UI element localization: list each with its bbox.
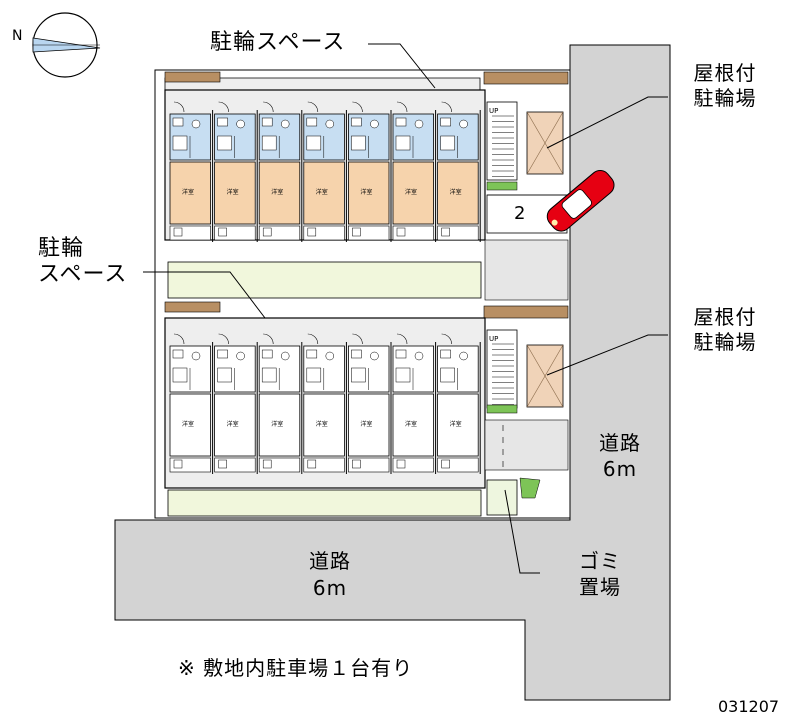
units-top-row: 洋室 洋室 洋室 洋室 洋室 洋室 洋室 bbox=[169, 101, 481, 242]
roof-bike-label-1-line1: 屋根付 bbox=[693, 61, 757, 85]
road-south-name: 道路 bbox=[309, 549, 351, 573]
brick-strip-top-right bbox=[483, 71, 569, 85]
garbage-area bbox=[486, 477, 541, 516]
driveway-top bbox=[484, 239, 569, 301]
room-label: 洋室 bbox=[271, 188, 283, 196]
units-bottom-unit: 洋室 bbox=[437, 333, 481, 474]
room-label: 洋室 bbox=[227, 188, 239, 196]
garbage-label-line2: 置場 bbox=[579, 575, 621, 599]
bike-space-top-label: 駐輪スペース bbox=[210, 30, 346, 55]
units-top-unit: 洋室 bbox=[214, 101, 258, 242]
room-label: 洋室 bbox=[405, 420, 417, 428]
room-label: 洋室 bbox=[450, 420, 462, 428]
roof-bike-label-2-line2: 駐輪場 bbox=[693, 330, 757, 354]
parking-number: 2 bbox=[514, 203, 526, 224]
units-top-unit: 洋室 bbox=[392, 101, 437, 242]
bike-space-middle bbox=[167, 261, 482, 299]
garbage-label-line1: ゴミ bbox=[579, 549, 621, 573]
units-top-unit: 洋室 bbox=[347, 101, 392, 242]
bike-space-left-label-2: スペース bbox=[38, 262, 128, 287]
red-car bbox=[546, 169, 615, 232]
green-patch-top bbox=[486, 181, 518, 191]
staircase-bottom: UP bbox=[486, 329, 518, 409]
brick-strip-top-left bbox=[164, 71, 221, 83]
units-bottom-unit: 洋室 bbox=[303, 333, 347, 474]
units-top-unit: 洋室 bbox=[437, 101, 481, 242]
compass-icon: N bbox=[12, 12, 101, 78]
stair-label-top: UP bbox=[489, 107, 498, 115]
bike-space-bottom bbox=[167, 489, 482, 517]
bike-space-left-label-1: 駐輪 bbox=[38, 236, 85, 261]
leader-lines bbox=[143, 43, 668, 574]
parking-note: ※ 敷地内駐車場１台有り bbox=[178, 656, 414, 680]
units-top-unit: 洋室 bbox=[169, 101, 214, 242]
room-label: 洋室 bbox=[182, 188, 194, 196]
room-label: 洋室 bbox=[182, 420, 194, 428]
green-patch-bottom bbox=[486, 404, 518, 414]
room-label: 洋室 bbox=[405, 188, 417, 196]
room-label: 洋室 bbox=[360, 188, 372, 196]
stair-label-bottom: UP bbox=[489, 335, 498, 343]
road-east-width: 6m bbox=[602, 457, 638, 481]
room-label: 洋室 bbox=[450, 188, 462, 196]
room-label: 洋室 bbox=[360, 420, 372, 428]
units-bottom-row: 洋室 洋室 洋室 洋室 洋室 洋室 洋室 bbox=[169, 333, 481, 474]
units-bottom-unit: 洋室 bbox=[169, 333, 214, 474]
staircase-top: UP bbox=[486, 101, 518, 181]
brick-strip-mid-right bbox=[483, 305, 569, 319]
units-bottom-unit: 洋室 bbox=[392, 333, 437, 474]
units-top-unit: 洋室 bbox=[303, 101, 347, 242]
units-bottom-unit: 洋室 bbox=[347, 333, 392, 474]
roof-bike-parking-bottom bbox=[526, 344, 564, 408]
road-south-width: 6m bbox=[312, 576, 348, 600]
room-label: 洋室 bbox=[316, 188, 328, 196]
roof-bike-label-2-line1: 屋根付 bbox=[693, 305, 757, 329]
units-bottom-unit: 洋室 bbox=[214, 333, 258, 474]
room-label: 洋室 bbox=[227, 420, 239, 428]
image-code: 031207 bbox=[718, 697, 780, 716]
room-label: 洋室 bbox=[316, 420, 328, 428]
roof-bike-label-1-line2: 駐輪場 bbox=[693, 86, 757, 110]
road-east-name: 道路 bbox=[599, 431, 641, 455]
units-top-unit: 洋室 bbox=[258, 101, 303, 242]
units-bottom-unit: 洋室 bbox=[258, 333, 303, 474]
road-east bbox=[114, 44, 671, 701]
room-label: 洋室 bbox=[271, 420, 283, 428]
brick-strip-mid-left bbox=[164, 301, 221, 313]
compass-north-label: N bbox=[12, 28, 22, 44]
driveway-bottom bbox=[484, 419, 569, 471]
